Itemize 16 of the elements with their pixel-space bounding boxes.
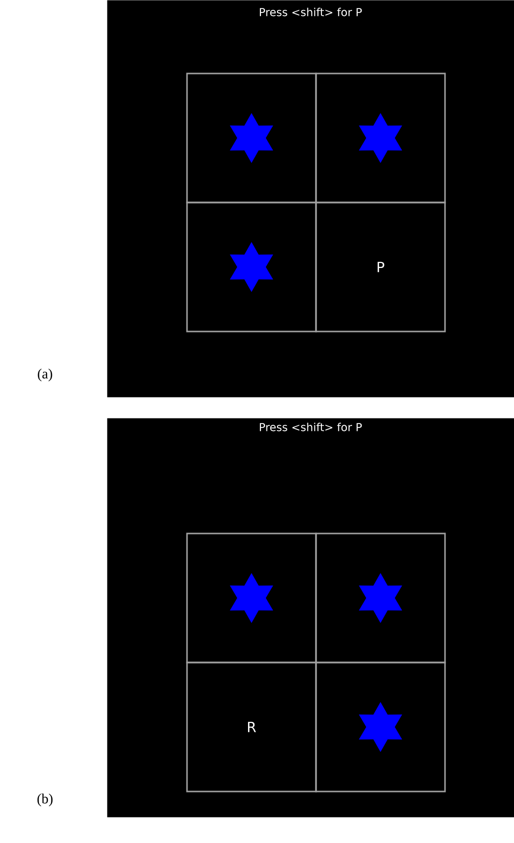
grid-cell: [186, 532, 317, 664]
grid-cell: [315, 532, 446, 664]
grid-cell: [315, 662, 446, 792]
star-shape: [358, 113, 402, 163]
grid-cell: [315, 72, 446, 204]
grid-cell: P: [315, 202, 446, 332]
star-shape: [358, 702, 402, 752]
grid-cell: [186, 202, 317, 332]
star-shape: [230, 113, 274, 163]
panel-caption: (b): [37, 794, 53, 806]
grid-cell: [186, 72, 317, 204]
star-shape: [230, 242, 274, 292]
star-shape: [358, 573, 402, 623]
panel-caption: (a): [38, 368, 52, 382]
star-shape: [230, 573, 274, 623]
grid-cell: R: [186, 662, 317, 792]
